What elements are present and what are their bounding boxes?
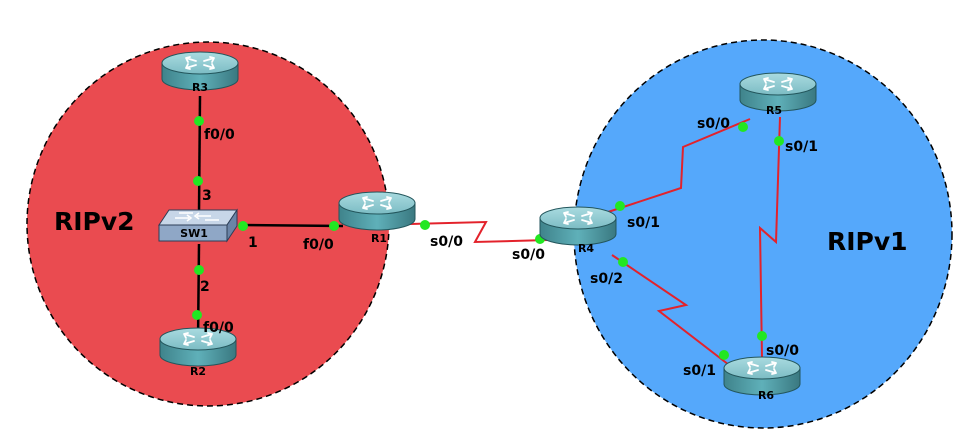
device-label-r4: R4 <box>578 242 594 255</box>
port-dot-r6-s0-0 <box>757 331 767 341</box>
link-r4-r5 <box>607 118 751 213</box>
if-label-r4-s0-1: s0/1 <box>627 215 660 231</box>
if-label-r2-f0-0: f0/0 <box>203 320 234 336</box>
port-dot-r4-s0-1 <box>615 201 625 211</box>
link-sw1-r2 <box>196 243 201 343</box>
port-dot-r3-f0-0 <box>194 116 204 126</box>
device-label-sw1: SW1 <box>180 227 208 240</box>
router-r3[interactable]: R3 <box>161 51 239 94</box>
port-dot-sw1-1 <box>238 221 248 231</box>
if-label-r6-s0-1: s0/1 <box>683 363 716 379</box>
if-label-sw1-2: 2 <box>200 279 210 295</box>
switch-icon <box>158 208 238 243</box>
port-dots-layer <box>192 116 784 360</box>
if-label-r4-s0-0: s0/0 <box>512 247 545 263</box>
router-r1[interactable]: R1 <box>338 191 416 245</box>
port-dot-r2-f0-0 <box>192 310 202 320</box>
port-dot-r1-s0-0 <box>420 220 430 230</box>
if-label-sw1-3: 3 <box>202 188 212 204</box>
router-r4[interactable]: R4 <box>539 206 617 255</box>
router-r5[interactable]: R5 <box>739 72 817 117</box>
device-label-r3: R3 <box>192 81 208 94</box>
port-dot-r1-f0-0 <box>329 221 339 231</box>
if-label-r1-s0-0: s0/0 <box>430 234 463 250</box>
device-label-r1: R1 <box>371 232 387 245</box>
if-label-sw1-1: 1 <box>248 235 258 251</box>
if-label-r3-f0-0: f0/0 <box>204 127 235 143</box>
link-r4-r6 <box>611 254 734 369</box>
port-dot-sw1-3 <box>193 176 203 186</box>
router-r2[interactable]: R2 <box>159 327 237 378</box>
if-label-r5-s0-0: s0/0 <box>697 116 730 132</box>
router-icon <box>338 191 416 231</box>
zone-label-ripv2: RIPv2 <box>54 207 135 236</box>
port-dot-r5-s0-1 <box>774 136 784 146</box>
if-label-r1-f0-0: f0/0 <box>303 237 334 253</box>
router-r6[interactable]: R6 <box>723 356 801 402</box>
device-label-r5: R5 <box>766 104 782 117</box>
link-r5-r6 <box>758 116 781 359</box>
port-dot-r4-s0-2 <box>618 257 628 267</box>
link-r1-r4 <box>409 220 549 244</box>
port-dot-sw1-2 <box>194 265 204 275</box>
device-label-r6: R6 <box>758 389 774 402</box>
link-sw1-r1 <box>239 223 344 228</box>
if-label-r4-s0-2: s0/2 <box>590 271 623 287</box>
switch-sw1[interactable]: SW1 <box>158 208 238 243</box>
device-label-r2: R2 <box>190 365 206 378</box>
port-dot-r6-s0-1 <box>719 350 729 360</box>
zone-label-ripv1: RIPv1 <box>827 227 908 256</box>
links-layer <box>196 95 781 369</box>
link-r3-sw1 <box>197 95 202 213</box>
if-label-r5-s0-1: s0/1 <box>785 139 818 155</box>
if-label-r6-s0-0: s0/0 <box>766 343 799 359</box>
port-dot-r5-s0-0 <box>738 122 748 132</box>
router-icon <box>539 206 617 246</box>
